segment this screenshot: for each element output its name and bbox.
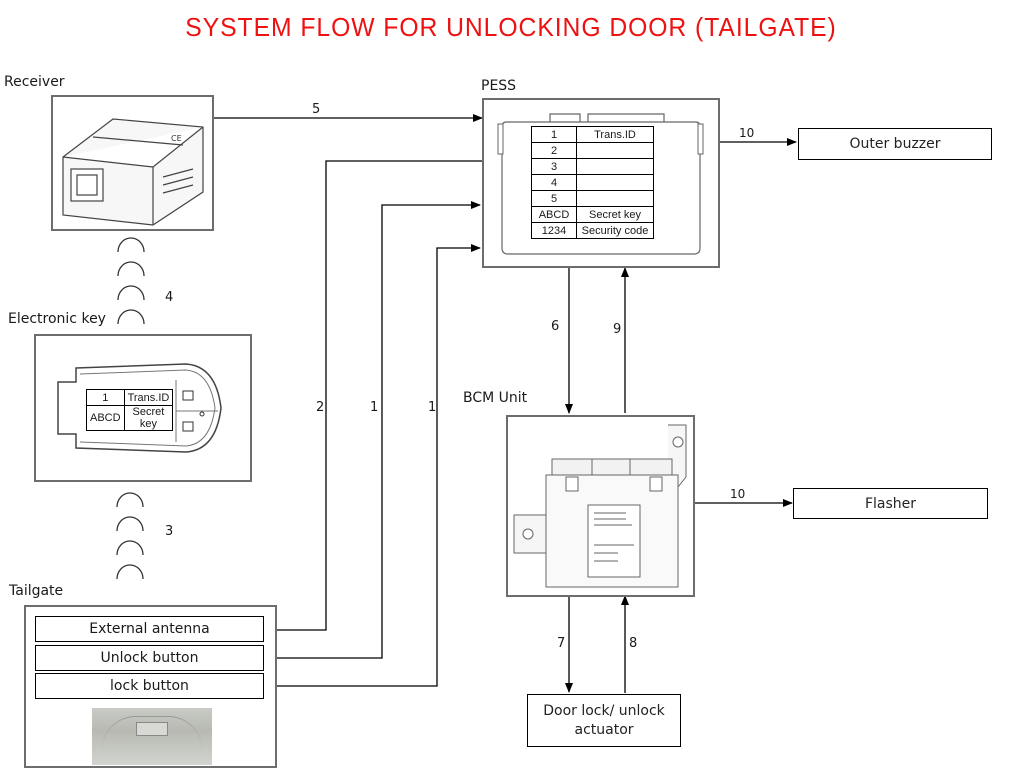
diagram-title: SYSTEM FLOW FOR UNLOCKING DOOR (TAILGATE… (185, 12, 837, 42)
pess-memory-slot: 1 (531, 126, 577, 143)
receiver-component[interactable]: CE (51, 95, 214, 231)
tailgate-label: Tailgate (9, 583, 64, 599)
step-4-label: 4 (165, 290, 174, 305)
key-memory-value: Secret key (123, 405, 174, 431)
key-memory-row: 1 Trans.ID (86, 389, 174, 406)
receiver-label: Receiver (4, 74, 65, 90)
pess-memory-slot: 1234 (531, 222, 577, 239)
pess-label: PESS (481, 78, 517, 94)
svg-text:CE: CE (171, 134, 182, 143)
step-1-lock-label: 1 (428, 400, 437, 415)
pess-memory-value: Security code (576, 222, 654, 239)
pess-memory-value (576, 142, 654, 159)
key-memory-row: ABCD Secret key (86, 405, 174, 431)
step-1-unlock-label: 1 (370, 400, 379, 415)
pess-memory-slot: 2 (531, 142, 577, 159)
actuator-label-line1: Door lock/ unlock (543, 702, 665, 719)
arrow-pess-to-antenna (265, 160, 482, 634)
key-memory-table: 1 Trans.ID ABCD Secret key (86, 389, 174, 431)
electronic-key-component[interactable]: 1 Trans.ID ABCD Secret key (34, 334, 252, 482)
pess-memory-value (576, 190, 654, 207)
key-memory-value: Trans.ID (123, 389, 174, 406)
electronic-key-label: Electronic key (8, 311, 106, 327)
pess-memory-slot: 3 (531, 158, 577, 175)
step-8-label: 8 (629, 636, 638, 651)
tailgate-contour (102, 716, 202, 755)
step-6-label: 6 (551, 319, 560, 334)
step-2-label: 2 (316, 400, 325, 415)
unlock-button-row[interactable]: Unlock button (35, 645, 264, 671)
bcm-component[interactable] (506, 415, 695, 597)
pess-unit-outline-icon (497, 113, 704, 255)
step-7-label: 7 (557, 636, 566, 651)
pess-memory-row: 2 (531, 142, 654, 159)
wireless-signal-3-icon (116, 492, 144, 580)
pess-memory-slot: 5 (531, 190, 577, 207)
pess-memory-value: Trans.ID (576, 126, 654, 143)
bcm-label: BCM Unit (463, 390, 528, 406)
receiver-module-icon: CE (62, 118, 204, 226)
tailgate-photo (92, 708, 212, 765)
door-lock-actuator-box[interactable]: Door lock/ unlock actuator (527, 694, 681, 747)
wireless-signal-4-icon (117, 237, 145, 325)
step-5-label: 5 (312, 102, 321, 117)
flasher-box[interactable]: Flasher (793, 488, 988, 519)
step-10-buzzer-label: 10 (739, 126, 755, 140)
arrow-unlock-to-pess (264, 201, 481, 659)
arrow-lock-to-pess (264, 244, 481, 687)
external-antenna-row[interactable]: External antenna (35, 616, 264, 642)
outer-buzzer-box[interactable]: Outer buzzer (798, 128, 992, 160)
bcm-module-icon (513, 424, 687, 588)
step-10-flasher-label: 10 (730, 487, 746, 501)
pess-memory-row: 4 (531, 174, 654, 191)
step-3-label: 3 (165, 524, 174, 539)
pess-memory-row: 5 (531, 190, 654, 207)
pess-memory-slot: ABCD (531, 206, 577, 223)
pess-memory-row: 3 (531, 158, 654, 175)
key-memory-slot: ABCD (86, 405, 125, 431)
step-9-label: 9 (613, 322, 622, 337)
pess-memory-slot: 4 (531, 174, 577, 191)
lock-button-row[interactable]: lock button (35, 673, 264, 699)
key-memory-slot: 1 (86, 389, 125, 406)
pess-memory-value (576, 174, 654, 191)
actuator-label-line2: actuator (574, 721, 634, 738)
pess-memory-value (576, 158, 654, 175)
pess-memory-value: Secret key (576, 206, 654, 223)
